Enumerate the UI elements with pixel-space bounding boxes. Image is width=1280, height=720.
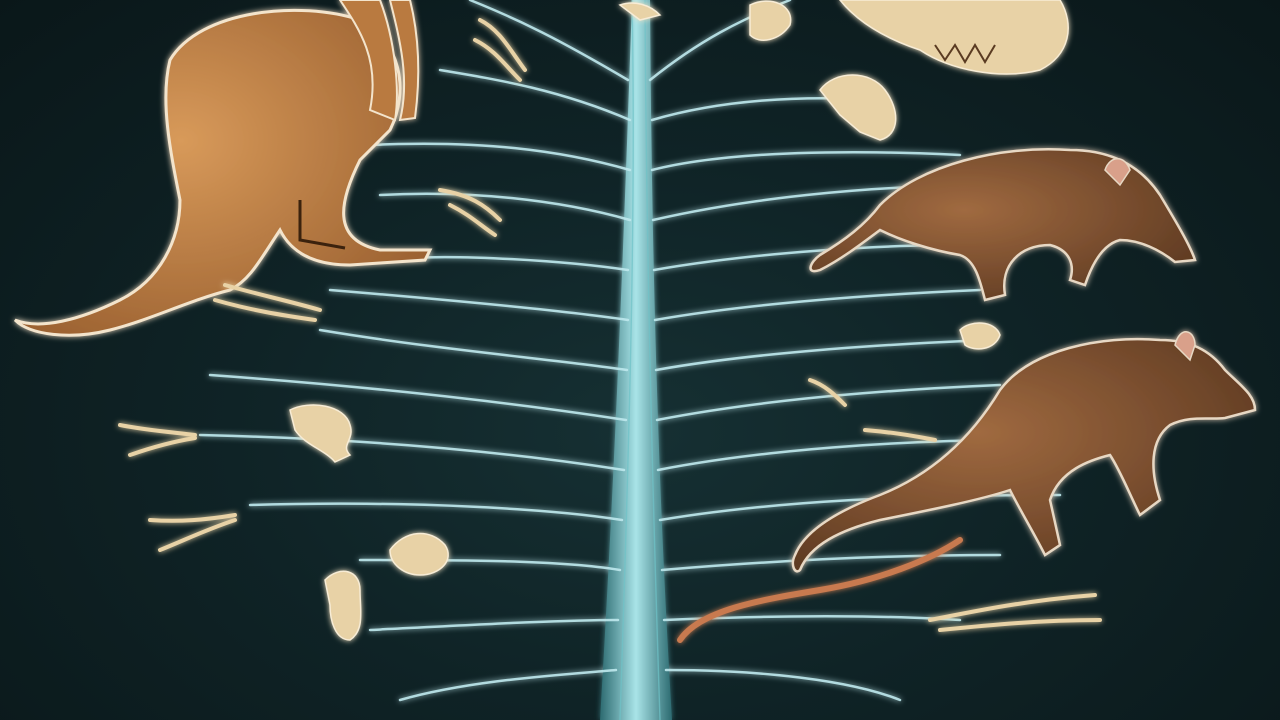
thylacine-like-marsupial [677, 331, 1257, 643]
claw-fossils [118, 18, 1102, 632]
long-snouted-marsupial [809, 148, 1197, 302]
bone-fossils [289, 0, 1001, 641]
kangaroo [13, 0, 433, 337]
skull-fossil [819, 0, 1069, 141]
